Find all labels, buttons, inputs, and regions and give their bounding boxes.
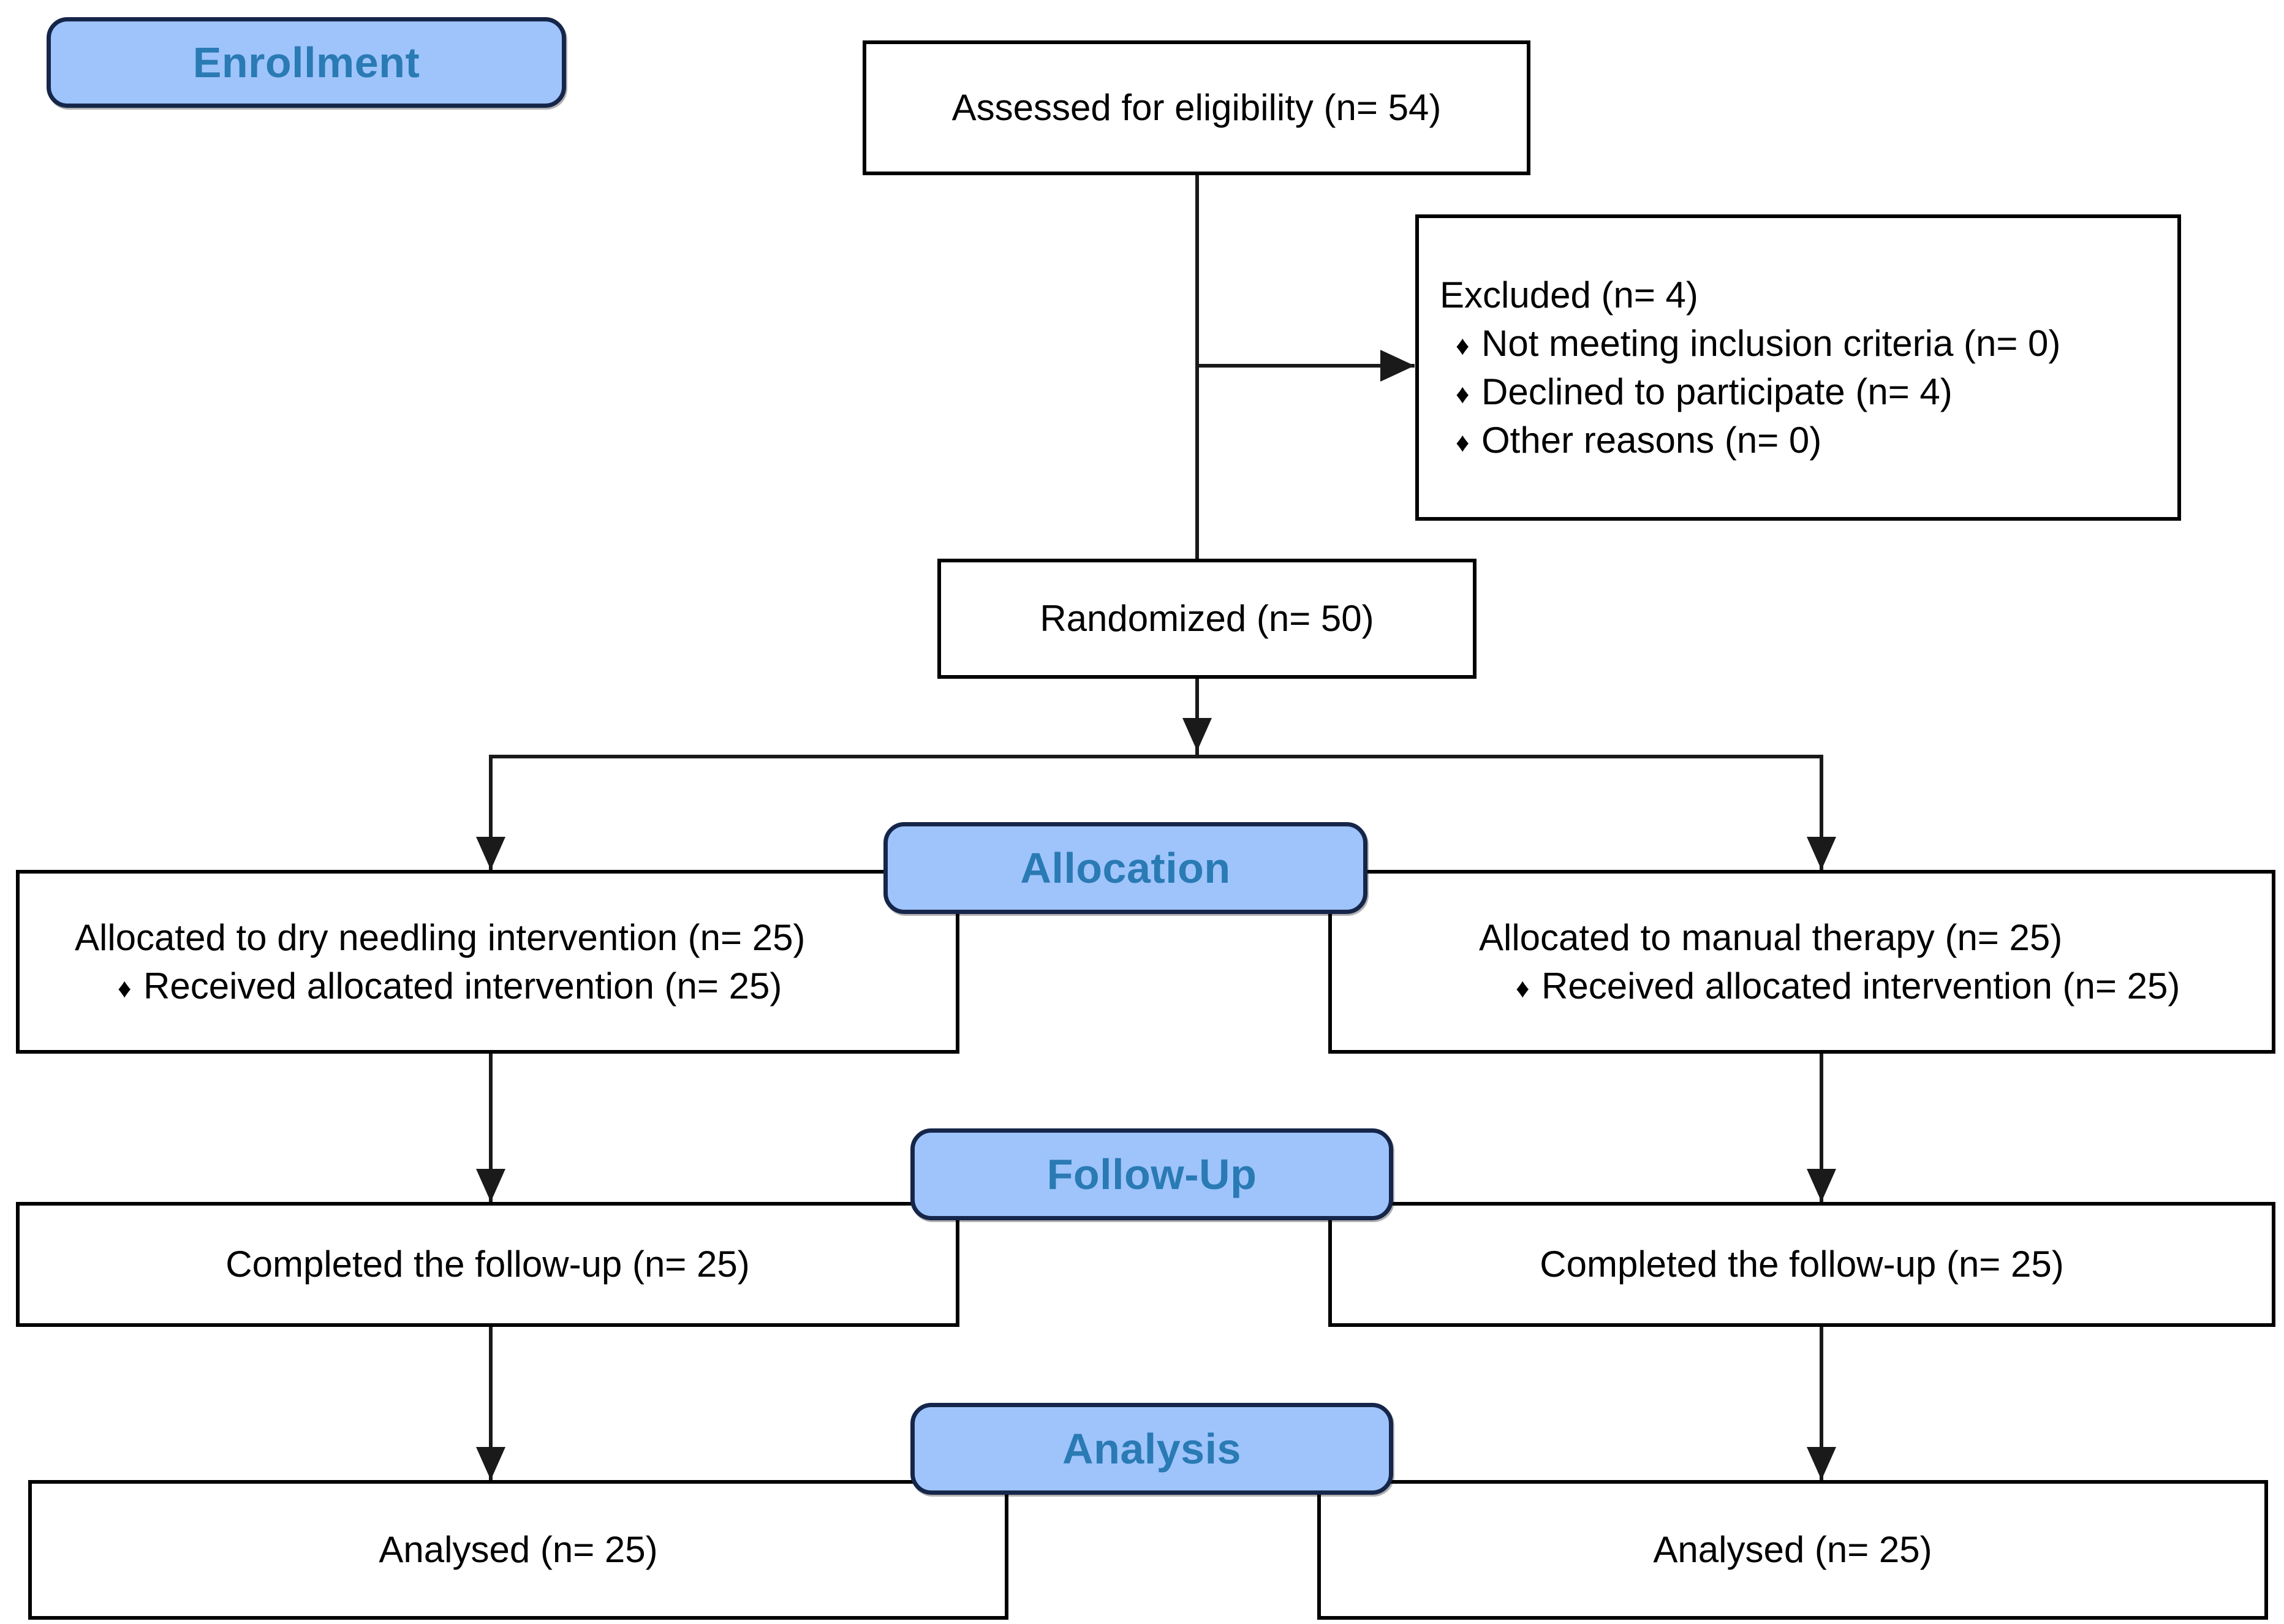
stage-banner-enrollment-label: Enrollment: [192, 39, 420, 86]
connector-split-right-arrowhead: [1807, 837, 1836, 870]
connector-to-excluded-arrowhead: [1380, 350, 1415, 382]
node-allocated-left-label: Allocated to dry needling intervention (…: [75, 916, 806, 958]
node-followup-left: Completed the follow-up (n= 25): [16, 1202, 959, 1327]
node-followup-left-label: Completed the follow-up (n= 25): [225, 1244, 750, 1285]
node-followup-right: Completed the follow-up (n= 25): [1328, 1202, 2275, 1327]
node-excluded-reason-1: Declined to participate (n= 4): [1419, 368, 2177, 416]
stage-banner-analysis-label: Analysis: [1062, 1425, 1241, 1473]
connector-followup-right-to-analysis-arrowhead: [1807, 1447, 1836, 1480]
node-assessed-for-eligibility: Assessed for eligibility (n= 54): [863, 40, 1530, 175]
connector-alloc-left-to-followup: [489, 1054, 493, 1202]
connector-alloc-left-to-followup-arrowhead: [476, 1169, 505, 1202]
connector-followup-right-to-analysis: [1820, 1327, 1823, 1480]
node-allocated-right-sub-0: Received allocated intervention (n= 25): [1332, 962, 2272, 1010]
node-analysed-right: Analysed (n= 25): [1317, 1480, 2268, 1620]
connector-split-left-arrowhead: [476, 837, 505, 870]
stage-banner-allocation: Allocation: [883, 822, 1367, 914]
node-randomized-label: Randomized (n= 50): [1040, 598, 1374, 640]
node-excluded-reason-2: Other reasons (n= 0): [1419, 416, 2177, 464]
node-excluded-heading: Excluded (n= 4): [1440, 274, 1698, 315]
node-excluded: Excluded (n= 4) Not meeting inclusion cr…: [1415, 214, 2181, 521]
node-assessed-label: Assessed for eligibility (n= 54): [951, 87, 1442, 129]
node-allocated-right-label: Allocated to manual therapy (n= 25): [1479, 916, 2063, 958]
node-allocated-left: Allocated to dry needling intervention (…: [16, 870, 959, 1054]
node-analysed-left: Analysed (n= 25): [28, 1480, 1008, 1620]
connector-followup-left-to-analysis-arrowhead: [476, 1447, 505, 1480]
connector-split-left-drop: [489, 755, 493, 870]
connector-split-right-drop: [1820, 755, 1823, 870]
node-excluded-reason-0: Not meeting inclusion criteria (n= 0): [1419, 319, 2177, 368]
connector-followup-left-to-analysis: [489, 1327, 493, 1480]
connector-assessed-to-randomized: [1195, 175, 1199, 567]
connector-to-excluded: [1195, 364, 1415, 368]
stage-banner-followup: Follow-Up: [910, 1128, 1393, 1220]
connector-allocation-split-bar: [489, 755, 1823, 758]
stage-banner-allocation-label: Allocation: [1020, 844, 1231, 892]
node-followup-right-label: Completed the follow-up (n= 25): [1540, 1244, 2064, 1285]
node-analysed-right-label: Analysed (n= 25): [1653, 1529, 1932, 1571]
stage-banner-followup-label: Follow-Up: [1046, 1150, 1257, 1198]
connector-randomized-down-arrowhead: [1182, 718, 1212, 751]
stage-banner-enrollment: Enrollment: [47, 17, 566, 108]
node-allocated-right: Allocated to manual therapy (n= 25) Rece…: [1328, 870, 2275, 1054]
stage-banner-analysis: Analysis: [910, 1403, 1393, 1495]
connector-alloc-right-to-followup-arrowhead: [1807, 1169, 1836, 1202]
node-allocated-left-sub-0: Received allocated intervention (n= 25): [20, 962, 956, 1010]
node-analysed-left-label: Analysed (n= 25): [379, 1529, 658, 1571]
node-randomized: Randomized (n= 50): [937, 559, 1477, 679]
connector-alloc-right-to-followup: [1820, 1054, 1823, 1202]
